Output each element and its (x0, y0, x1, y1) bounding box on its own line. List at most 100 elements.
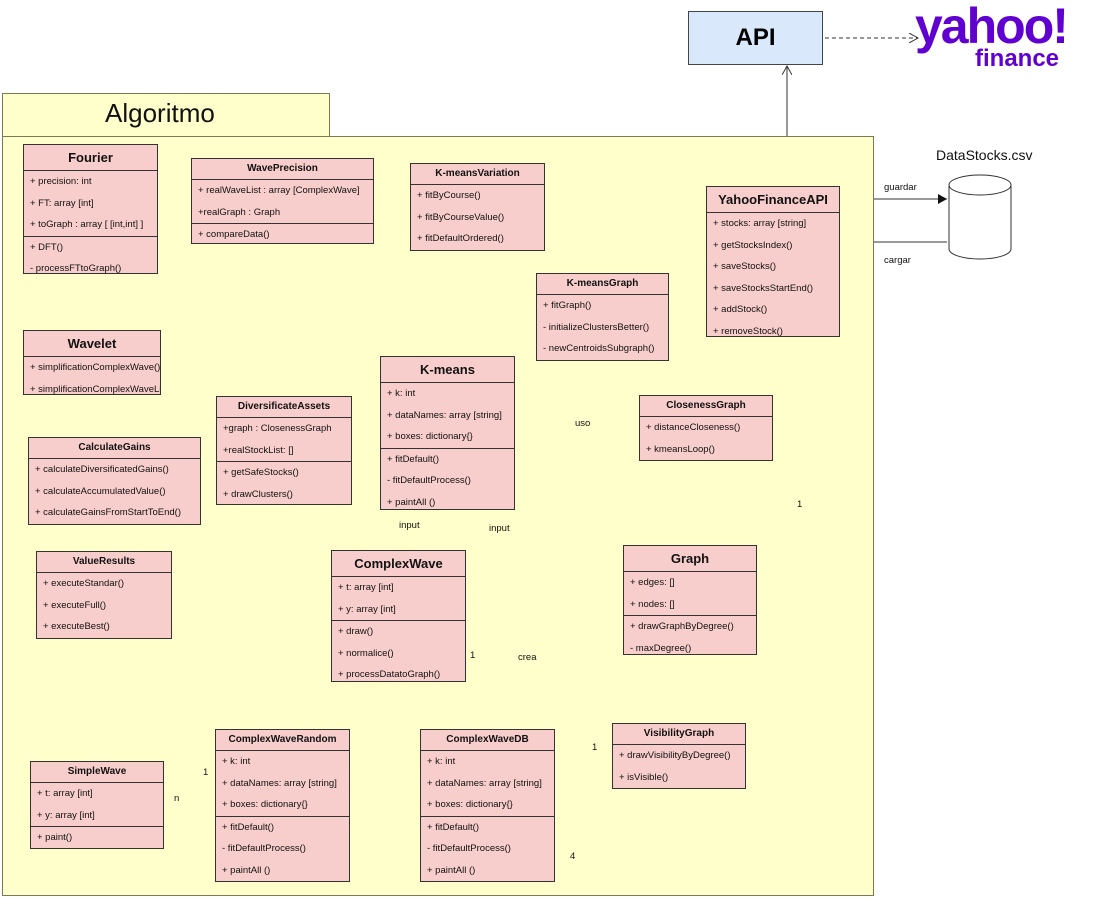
class-member: + saveStocksStartEnd() (713, 282, 814, 294)
class-member: +graph : ClosenessGraph (223, 423, 332, 434)
edge-label-mult-n: n (174, 793, 180, 804)
edge-label-input-b: input (489, 523, 510, 534)
class-member: + normalice() (338, 647, 394, 659)
class-attrs-section: +graph : ClosenessGraph+realStockList: [… (217, 418, 351, 462)
class-attrs-section: + k: int + dataNames: array [string] + box… (421, 751, 554, 817)
class-attrs-section: + realWaveList : array [ComplexWave]+rea… (192, 180, 373, 224)
class-member: + calculateDiversificatedGains() (35, 464, 169, 475)
class-member: + saveStocks() (713, 261, 777, 272)
class-methods-section: + draw() + normalice() + processDatatoGrap… (332, 621, 465, 686)
edge-label-cargar: cargar (884, 255, 911, 266)
class-attrs-section: + t: array [int] + y: array [int] (332, 577, 465, 621)
class-name: K-means (381, 357, 514, 383)
class-name: Wavelet (24, 331, 160, 357)
class-member: + fitByCourse() (417, 190, 481, 201)
class-member: + fitGraph() (543, 300, 592, 311)
class-member: + drawVisibilityByDegree() (619, 750, 731, 761)
class-member: + addStock() (713, 304, 768, 315)
class-methods-section: + calculateDiversificatedGains() + calcul… (29, 459, 200, 524)
class-attrs-section: + k: int+ dataNames: array [string]+ box… (216, 751, 349, 817)
class-member: + simplificationComplexWaveList() (30, 383, 160, 395)
class-kmeans[interactable]: K-means+ k: int+ dataNames: array [strin… (380, 356, 515, 510)
class-fourier[interactable]: Fourier+ precision: int+ FT: array [int]… (23, 144, 158, 274)
edge-label-crea: crea (518, 652, 537, 663)
class-wavelet[interactable]: Wavelet+ simplificationComplexWave()+ si… (23, 330, 161, 395)
class-member: + fitDefault() (222, 821, 275, 833)
class-member: + draw() (338, 626, 374, 637)
class-simple-wave[interactable]: SimpleWave+ t: array [int]+ y: array [in… (30, 761, 164, 849)
yahoo-logo-sub: finance (975, 45, 1060, 72)
class-attrs-section: + k: int+ dataNames: array [string]+ box… (381, 383, 514, 449)
class-member: - maxDegree() (630, 642, 692, 654)
class-member: + paintAll () (427, 864, 476, 876)
class-calculate-gains[interactable]: CalculateGains+ calculateDiversificatedG… (28, 437, 201, 525)
class-member: + processDatatoGraph() (338, 669, 441, 680)
class-member: + k: int (427, 756, 456, 767)
class-closeness-graph[interactable]: ClosenessGraph+ distanceCloseness()+ kme… (639, 395, 773, 461)
database-cylinder[interactable] (948, 174, 1012, 260)
yahoo-logo-main: yahoo! (915, 0, 1069, 54)
class-member: + fitDefault() (427, 821, 480, 833)
class-diversificate-assets[interactable]: DiversificateAssets+graph : ClosenessGra… (216, 396, 352, 505)
api-box[interactable]: API (688, 11, 823, 65)
class-methods-section: + fitDefault()- fitDefaultProcess()+ pai… (381, 449, 514, 514)
class-methods-section: + simplificationComplexWave()+ simplific… (24, 357, 160, 400)
class-member: + k: int (387, 388, 416, 399)
class-graph[interactable]: Graph+ edges: []+ nodes: []+ drawGraphBy… (623, 545, 757, 655)
class-member: + fitDefaultOrdered() (417, 233, 504, 244)
class-name: ComplexWaveDB (421, 730, 554, 751)
class-member: + dataNames: array [string] (427, 777, 542, 789)
edge-label-uso: uso (575, 418, 591, 429)
class-name: Graph (624, 546, 756, 572)
class-visibility-graph[interactable]: VisibilityGraph + drawVisibilityByDegree(… (612, 723, 746, 789)
class-member: +realGraph : Graph (198, 206, 281, 218)
class-member: + t: array [int] (338, 582, 394, 593)
class-name: CalculateGains (29, 438, 200, 459)
class-yahoo-finance-api[interactable]: YahooFinanceAPI+ stocks: array [string]+… (706, 186, 840, 337)
edge-label-mult-4: 4 (570, 851, 576, 862)
class-value-results[interactable]: ValueResults+ executeStandar()+ executeF… (36, 551, 172, 639)
class-member: + boxes: dictionary{} (222, 799, 308, 810)
class-member: + boxes: dictionary{} (387, 431, 473, 442)
class-member: + executeStandar() (43, 578, 125, 589)
class-name: ClosenessGraph (640, 396, 772, 417)
class-name: K-meansVariation (411, 164, 544, 185)
class-methods-section: + stocks: array [string]+ getStocksIndex… (707, 213, 839, 342)
class-name: DiversificateAssets (217, 397, 351, 418)
class-member: + fitDefault() (387, 453, 440, 465)
class-member: + executeBest() (43, 621, 110, 632)
class-member: + removeStock() (713, 325, 783, 337)
class-member: + fitByCourseValue() (417, 211, 505, 223)
class-member: + toGraph : array [ [int,int] ] (30, 219, 144, 230)
class-member: + boxes: dictionary{} (427, 799, 513, 810)
class-wave-precision[interactable]: WavePrecision+ realWaveList : array [Com… (191, 158, 374, 244)
class-member: + DFT() (30, 241, 63, 253)
class-member: + nodes: [] (630, 598, 675, 610)
package-tab (2, 93, 330, 137)
class-member: + drawGraphByDegree() (630, 621, 734, 632)
class-kmeans-graph[interactable]: K-meansGraph+ fitGraph()- initializeClus… (536, 273, 669, 361)
class-complex-wave-db[interactable]: ComplexWaveDB + k: int + dataNames: array … (420, 729, 555, 882)
class-member: + getStocksIndex() (713, 239, 793, 251)
class-methods-section: + fitDefault()- fitDefaultProcess()+ pai… (216, 817, 349, 882)
class-methods-section: + paint() (31, 827, 163, 849)
class-member: + getSafeStocks() (223, 467, 299, 478)
class-member: + calculateGainsFromStartToEnd() (35, 507, 181, 518)
edge-label-mult-1-api: 1 (797, 499, 803, 510)
class-name: ComplexWaveRandom (216, 730, 349, 751)
class-member: - processFTtoGraph() (30, 263, 122, 274)
class-name: VisibilityGraph (613, 724, 745, 745)
class-methods-section: + fitGraph()- initializeClustersBetter()… (537, 295, 668, 360)
class-member: - fitDefaultProcess() (427, 843, 511, 854)
class-member: + compareData() (198, 229, 270, 240)
class-methods-section: + compareData() (192, 224, 373, 246)
class-member: + isVisible() (619, 771, 669, 783)
class-methods-section: + fitDefault() - fitDefaultProcess() + pai… (421, 817, 554, 882)
class-member: + y: array [int] (338, 603, 396, 615)
class-complex-wave[interactable]: ComplexWave+ t: array [int]+ y: array [i… (331, 550, 466, 682)
class-member: + kmeansLoop() (646, 443, 715, 455)
class-name: WavePrecision (192, 159, 373, 180)
class-complex-wave-random[interactable]: ComplexWaveRandom+ k: int+ dataNames: ar… (215, 729, 350, 882)
class-member: + paint() (37, 832, 73, 843)
class-kmeans-variation[interactable]: K-meansVariation + fitByCourse() + fitByCo… (410, 163, 545, 251)
